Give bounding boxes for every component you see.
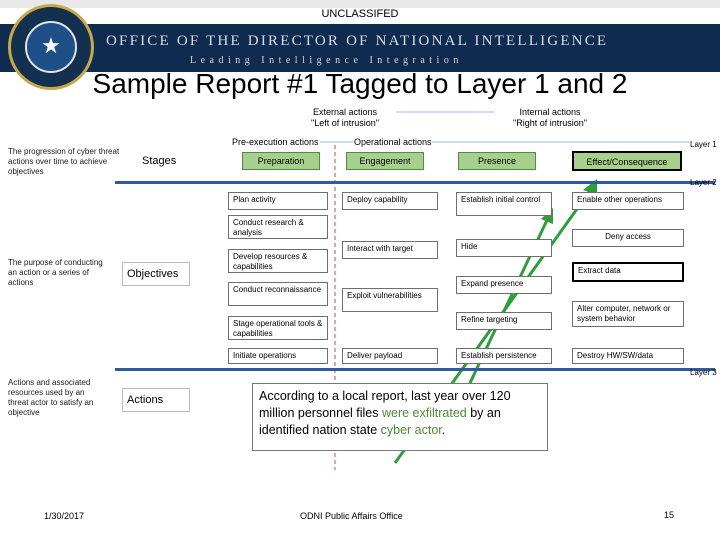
objective-deny-access: Deny access <box>572 229 684 247</box>
pre-execution-label: Pre-execution actions <box>232 137 319 147</box>
objective-establish-persistence: Establish persistence <box>456 348 552 364</box>
objective-initiate-operations: Initiate operations <box>228 348 328 364</box>
odni-header-bar <box>0 24 720 72</box>
stages-label: Stages <box>142 155 177 167</box>
callout-highlight-cyber-actor: cyber actor <box>380 423 442 437</box>
slide-title: Sample Report #1 Tagged to Layer 1 and 2 <box>92 68 628 99</box>
objective-conduct-recon: Conduct reconnaissance <box>228 282 328 306</box>
seal-center: ★ <box>25 21 77 73</box>
top-banner <box>0 0 720 8</box>
objective-refine-targeting: Refine targeting <box>456 312 552 330</box>
callout-text-3: . <box>441 423 446 437</box>
objective-deliver-payload: Deliver payload <box>342 348 438 364</box>
objective-establish-control: Establish initial control <box>456 192 552 216</box>
star-icon: ★ <box>41 33 61 58</box>
footer-date: 1/30/2017 <box>44 511 85 521</box>
objective-expand-presence: Expand presence <box>456 276 552 294</box>
classification-marking: UNCLASSIFED <box>321 8 399 20</box>
callout-text-1: According to a local report, last year o… <box>259 389 511 420</box>
objective-interact-target: Interact with target <box>342 241 438 259</box>
objective-exploit-vuln: Exploit vulnerabilities <box>342 288 438 312</box>
stage-presence: Presence <box>458 152 536 170</box>
objective-extract-data: Extract data <box>572 262 684 282</box>
internal-actions-label: Internal actions "Right of intrusion" <box>513 107 587 128</box>
actions-description: Actions and associated resources used by… <box>8 378 94 417</box>
objective-conduct-research: Conduct research & analysis <box>228 215 328 239</box>
layer1-label: Layer 1 <box>690 140 717 149</box>
layer2-label: Layer 2 <box>690 178 717 187</box>
layer3-line <box>115 368 715 371</box>
objectives-description: The purpose of conducting an action or a… <box>8 258 103 287</box>
header-title: OFFICE OF THE DIRECTOR OF NATIONAL INTEL… <box>106 33 609 49</box>
footer-office: ODNI Public Affairs Office <box>300 511 403 521</box>
objectives-label: Objectives <box>122 262 190 286</box>
actions-label: Actions <box>122 388 190 412</box>
objective-destroy: Destroy HW/SW/data <box>572 348 684 364</box>
external-actions-label: External actions "Left of intrusion" <box>311 107 379 128</box>
stage-engagement: Engagement <box>346 152 424 170</box>
objective-alter-behavior: Alter computer, network or system behavi… <box>572 301 684 327</box>
callout-text-2: by an identified nation state <box>259 406 501 437</box>
footer-page-number: 15 <box>664 510 675 520</box>
objective-plan-activity: Plan activity <box>228 192 328 210</box>
header-subtitle: Leading Intelligence Integration <box>190 55 463 66</box>
objective-hide: Hide <box>456 239 552 257</box>
layer3-label: Layer 3 <box>690 368 717 377</box>
objective-develop-resources: Develop resources & capabilities <box>228 249 328 273</box>
callout-highlight-exfiltrated: were exfiltrated <box>381 406 467 420</box>
stage-effect: Effect/Consequence <box>572 151 682 171</box>
odni-seal-icon: ★ <box>8 4 94 90</box>
objective-deploy-capability: Deploy capability <box>342 192 438 210</box>
objective-enable-other: Enable other operations <box>572 192 684 210</box>
operational-label: Operational actions <box>354 137 432 147</box>
stages-description: The progression of cyber threat actions … <box>8 147 120 176</box>
report-callout: According to a local report, last year o… <box>252 383 548 451</box>
stage-preparation: Preparation <box>242 152 320 170</box>
layer2-line <box>115 181 715 184</box>
objective-stage-tools: Stage operational tools & capabilities <box>228 316 328 340</box>
